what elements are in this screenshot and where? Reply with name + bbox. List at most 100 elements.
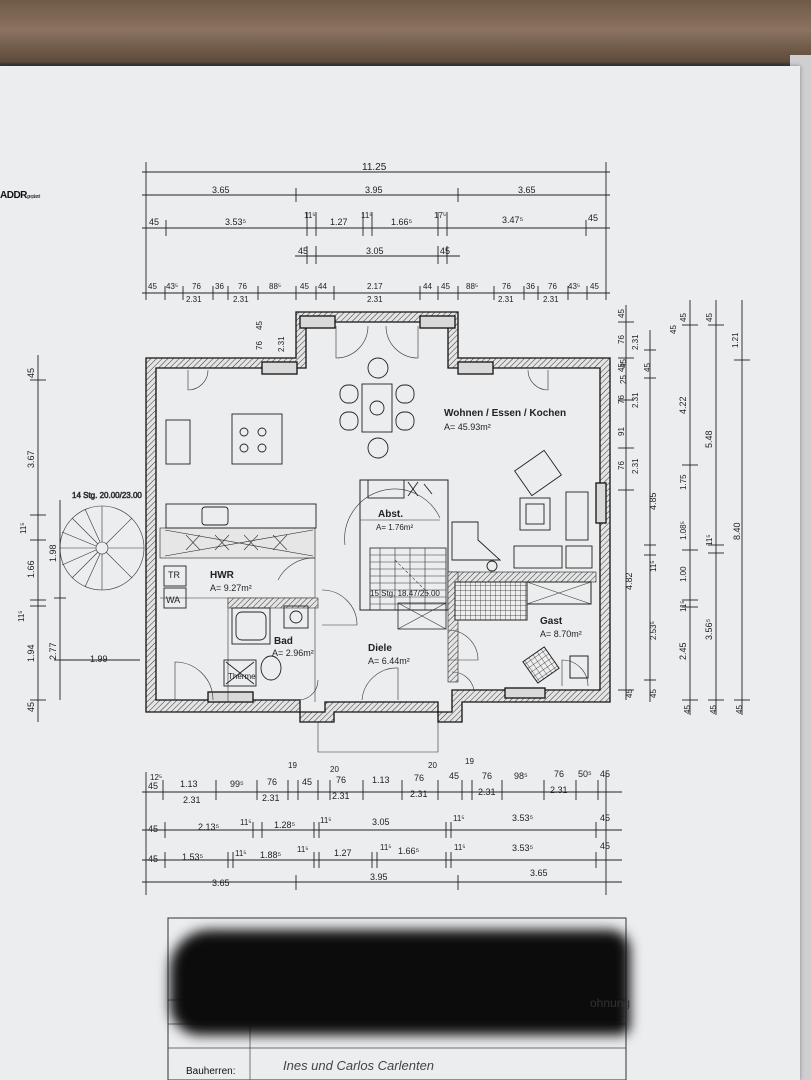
- room-name-diele: Diele: [368, 643, 392, 654]
- dim-label: 3.53⁵: [512, 843, 534, 853]
- dim-label: 76: [554, 769, 564, 779]
- dim-label: 2.31: [410, 789, 428, 799]
- room-area-hwr: A= 9.27m²: [210, 583, 252, 593]
- dim-label: 45: [625, 689, 634, 698]
- dim-label: 76: [617, 395, 626, 404]
- client-label: Bauherren:: [186, 1066, 236, 1077]
- dim-label: 76: [336, 775, 346, 785]
- dim-label: 3.65: [530, 868, 548, 878]
- dim-label: 4.85: [648, 492, 658, 510]
- exterior-spiral-staircase: 14 Stg. 20.00/23.00: [59, 491, 145, 591]
- dim-label: 3.05: [372, 817, 390, 827]
- room-name-bad: Bad: [274, 636, 293, 647]
- interior-staircase: [344, 488, 447, 630]
- dim-label: 1.88⁵: [260, 850, 282, 860]
- dim-label: 1.21: [731, 332, 740, 348]
- dim-label: 1.66: [26, 560, 36, 578]
- dim-label: 45: [298, 246, 308, 256]
- fixture-label-tr: TR: [168, 570, 180, 580]
- dim-label: 1.94: [26, 644, 36, 662]
- dim-label: 3.47⁵: [502, 215, 524, 225]
- dim-label: 1.66⁵: [391, 217, 413, 227]
- dim-label: 36: [526, 282, 535, 291]
- dim-label: 2.13⁵: [198, 822, 220, 832]
- dim-label: 2.31: [631, 392, 640, 408]
- dim-label: 45: [590, 282, 599, 291]
- dim-label: 11⁵: [240, 818, 252, 827]
- left-dimension-chains: 45 3.67 11⁵ 1.66 11⁵ 1.94 45 1.98 2.77 1…: [17, 355, 140, 722]
- dim-label: 2.31: [332, 791, 350, 801]
- dim-label: 2.31: [478, 787, 496, 797]
- dim-label: 19: [288, 761, 297, 770]
- spiral-stair-note: 14 Stg. 20.00/23.00: [72, 491, 142, 500]
- kitchen-island-and-counters: [165, 413, 317, 529]
- dim-label: 2.31: [277, 336, 286, 352]
- entrance-porch: [317, 722, 439, 753]
- room-area-gast: A= 8.70m²: [540, 629, 582, 639]
- dim-label: 1.53⁵: [182, 852, 204, 862]
- dim-label: 3.05: [366, 246, 384, 256]
- dim-label: 3.56⁵: [704, 618, 714, 640]
- dim-label: 1.27: [330, 217, 348, 227]
- dim-label: 76: [548, 282, 557, 291]
- dim-label: 45: [440, 246, 450, 256]
- room-area-diele: A= 6.44m²: [368, 656, 410, 666]
- dim-label: 45: [148, 824, 158, 834]
- dim-label: 76: [617, 335, 626, 344]
- dim-label: 43⁵: [166, 282, 178, 291]
- dim-label: 91: [617, 427, 626, 436]
- dim-label: 2.31: [183, 795, 201, 805]
- dim-label: 5.48: [704, 430, 714, 448]
- dim-label: 45: [649, 689, 658, 698]
- dim-label: 1.99: [90, 654, 108, 664]
- dim-label: 45: [149, 217, 159, 227]
- room-name-abst: Abst.: [378, 509, 403, 520]
- dim-label: 1.28⁵: [274, 820, 296, 830]
- room-name-gast: Gast: [540, 616, 563, 627]
- dim-label: 45: [26, 368, 36, 378]
- dim-label: 2.31: [262, 793, 280, 803]
- dim-label: 11⁵: [380, 843, 392, 852]
- bottom-dimension-chains: 12⁵ 19 20 20 19 45 1.13 99⁵ 76 45 76 1.1…: [142, 757, 622, 895]
- dim-label: 45: [619, 359, 628, 368]
- dim-label: 2.45: [678, 642, 688, 660]
- dim-label: 45: [441, 282, 450, 291]
- dim-label: 45: [709, 705, 718, 714]
- dim-label: 45: [617, 363, 626, 372]
- dim-label: 76: [267, 777, 277, 787]
- dim-label: 11⁵: [705, 534, 714, 546]
- interior-walls: [159, 479, 597, 702]
- dim-label: 1.27: [334, 848, 352, 858]
- right-dimension-chains: 45 76 2.31 45 76 2.31 91 76 2.31 4.82 45…: [617, 300, 750, 715]
- dim-label: 45: [302, 777, 312, 787]
- company-logo: ADDRgeplant: [0, 190, 40, 201]
- dim-label: 8.40: [732, 522, 742, 540]
- room-area-abst: A= 1.76m²: [376, 523, 413, 532]
- dim-total-width: 11.25: [362, 162, 387, 173]
- dim-label: 3.95: [365, 185, 383, 195]
- redaction-blot: [170, 930, 630, 1035]
- dim-label: 11⁵: [361, 211, 373, 220]
- dim-label: 1.13: [180, 779, 198, 789]
- dim-label: 45: [148, 282, 157, 291]
- dim-label: 11⁵: [297, 845, 309, 854]
- dim-label: 45: [679, 313, 688, 322]
- dim-label: 3.65: [212, 878, 230, 888]
- dim-label: 11⁵: [320, 816, 332, 825]
- dim-label: 2.77: [48, 642, 58, 660]
- dim-label: 2.31: [631, 458, 640, 474]
- dining-table-set: [339, 357, 415, 459]
- dim-label: 76: [482, 771, 492, 781]
- dim-label: 11⁵: [453, 814, 465, 823]
- dim-label: 45: [735, 705, 744, 714]
- client-name: Ines und Carlos Carlenten: [283, 1058, 435, 1073]
- dim-label: 76: [255, 341, 264, 350]
- room-labels: Wohnen / Essen / Kochen A= 45.93m² HWR A…: [166, 408, 582, 681]
- dim-label: 45: [255, 321, 264, 330]
- dim-label: 1.66⁵: [398, 846, 420, 856]
- dim-label: 43⁵: [568, 282, 580, 291]
- room-name-hwr: HWR: [210, 570, 235, 581]
- dim-label: 2.31: [186, 295, 202, 304]
- dim-label: 3.67: [26, 450, 36, 468]
